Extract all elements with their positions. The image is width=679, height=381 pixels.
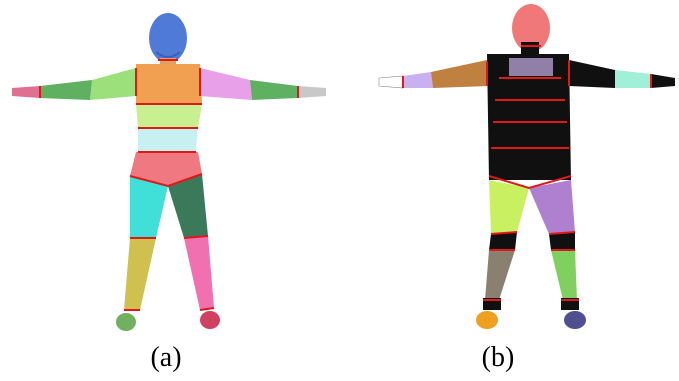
foot-left-segment bbox=[116, 313, 136, 331]
chest-segment bbox=[136, 64, 202, 104]
hand-left-segment bbox=[379, 76, 403, 88]
neck-segment bbox=[521, 42, 539, 54]
caption-a: (a) bbox=[136, 342, 196, 374]
hand-right-segment bbox=[651, 74, 675, 88]
forearm-left-segment bbox=[403, 72, 433, 88]
shin-right-segment bbox=[184, 236, 214, 310]
hand-left-segment bbox=[12, 86, 40, 98]
foot-left-segment bbox=[476, 311, 498, 329]
abdomen-segment bbox=[136, 104, 202, 128]
upper-arm-right-segment bbox=[569, 60, 615, 88]
caption-b: (b) bbox=[468, 342, 528, 374]
hand-right-segment bbox=[298, 86, 326, 98]
upper-arm-right-segment bbox=[200, 68, 252, 100]
thigh-left-segment bbox=[489, 180, 529, 234]
panel-b-mannequin bbox=[339, 0, 679, 340]
forearm-right-segment bbox=[250, 80, 298, 100]
waist-segment bbox=[138, 128, 198, 152]
thigh-right-segment bbox=[529, 180, 575, 234]
upper-arm-left-segment bbox=[431, 60, 489, 88]
foot-right-segment bbox=[200, 311, 220, 329]
shin-left-segment bbox=[124, 238, 156, 310]
upper-arm-left-segment bbox=[90, 68, 136, 100]
shin-left-segment bbox=[485, 250, 515, 300]
chest-band-segment bbox=[509, 58, 553, 76]
forearm-left-segment bbox=[40, 80, 92, 100]
shin-right-segment bbox=[551, 250, 577, 300]
forearm-right-segment bbox=[615, 70, 651, 88]
foot-right-segment bbox=[564, 311, 586, 329]
panel-a-mannequin bbox=[0, 0, 340, 340]
head-segment bbox=[149, 13, 187, 63]
